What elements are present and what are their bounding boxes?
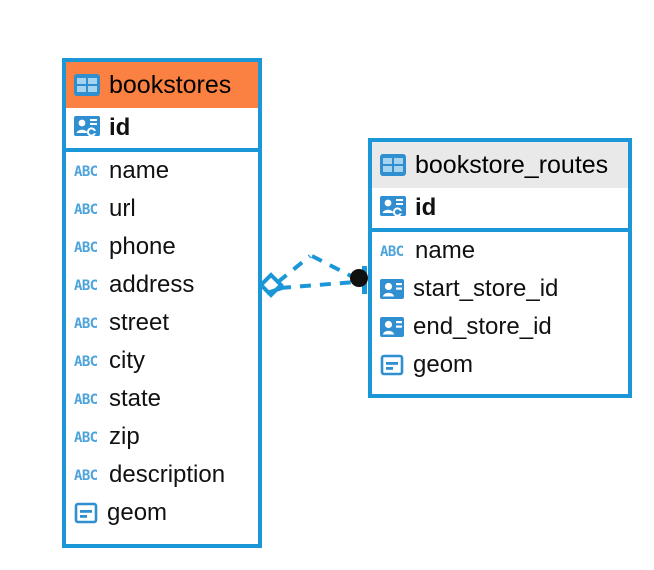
entity-table-bookstore-routes[interactable]: bookstore_routes id — [368, 138, 632, 398]
primary-key-icon — [74, 115, 100, 141]
entity-header-bookstore-routes[interactable]: bookstore_routes — [372, 142, 628, 188]
geometry-icon — [380, 354, 404, 376]
diamond-outline-icon — [258, 272, 284, 298]
relationship-line-lower — [279, 280, 356, 290]
field-row-url[interactable]: ABC url — [66, 190, 258, 228]
relationship-connector[interactable] — [258, 242, 370, 308]
field-label-state: state — [109, 385, 162, 412]
abc-icon: ABC — [74, 429, 100, 446]
svg-text:ABC: ABC — [74, 164, 98, 179]
field-row-description[interactable]: ABC description — [66, 456, 258, 494]
entity-header-bookstores[interactable]: bookstores — [66, 62, 258, 108]
table-icon — [74, 74, 100, 96]
svg-text:ABC: ABC — [74, 468, 98, 483]
table-icon — [380, 154, 406, 176]
field-label-url: url — [109, 195, 136, 222]
svg-text:ABC: ABC — [74, 316, 98, 331]
relationship-line-upper-right — [311, 254, 356, 280]
relationship-line-upper-left — [276, 254, 312, 284]
field-row-name[interactable]: ABC name — [66, 152, 258, 190]
svg-text:ABC: ABC — [74, 240, 98, 255]
field-row-city[interactable]: ABC city — [66, 342, 258, 380]
abc-icon: ABC — [74, 201, 100, 218]
abc-icon: ABC — [74, 391, 100, 408]
field-label-start-store-id: start_store_id — [413, 275, 559, 302]
field-row-state[interactable]: ABC state — [66, 380, 258, 418]
field-label-name: name — [109, 157, 170, 184]
field-label-name: name — [415, 237, 476, 264]
field-row-primary-key[interactable]: id — [66, 108, 258, 152]
abc-icon: ABC — [74, 277, 100, 294]
abc-icon: ABC — [74, 239, 100, 256]
svg-text:ABC: ABC — [74, 354, 98, 369]
field-row-phone[interactable]: ABC phone — [66, 228, 258, 266]
abc-icon: ABC — [74, 163, 100, 180]
field-label-end-store-id: end_store_id — [413, 313, 552, 340]
field-row-address[interactable]: ABC address — [66, 266, 258, 304]
abc-icon: ABC — [74, 467, 100, 484]
field-list-bookstores: id ABC name ABC url — [66, 108, 258, 532]
field-label-geom: geom — [413, 351, 474, 378]
field-list-bookstore-routes: id ABC name — [372, 188, 628, 384]
field-label-city: city — [109, 347, 145, 374]
field-label-street: street — [109, 309, 170, 336]
field-label-geom: geom — [107, 499, 168, 526]
foreign-key-icon — [380, 277, 404, 301]
field-row-geom[interactable]: geom — [372, 346, 628, 384]
svg-text:ABC: ABC — [74, 202, 98, 217]
entity-title-bookstores: bookstores — [109, 70, 232, 99]
field-row-geom[interactable]: geom — [66, 494, 258, 532]
field-row-end-store-id[interactable]: end_store_id — [372, 308, 628, 346]
field-row-primary-key[interactable]: id — [372, 188, 628, 232]
field-label-zip: zip — [109, 423, 140, 450]
field-row-zip[interactable]: ABC zip — [66, 418, 258, 456]
field-row-street[interactable]: ABC street — [66, 304, 258, 342]
svg-text:ABC: ABC — [74, 430, 98, 445]
abc-icon: ABC — [74, 353, 100, 370]
field-row-start-store-id[interactable]: start_store_id — [372, 270, 628, 308]
primary-key-icon — [380, 195, 406, 221]
field-label-phone: phone — [109, 233, 176, 260]
filled-circle-icon — [350, 269, 368, 287]
abc-icon: ABC — [380, 243, 406, 260]
entity-title-bookstore-routes: bookstore_routes — [415, 150, 609, 179]
field-label-address: address — [109, 271, 195, 298]
svg-text:ABC: ABC — [74, 392, 98, 407]
foreign-key-icon — [380, 315, 404, 339]
svg-text:ABC: ABC — [380, 244, 404, 259]
field-label-id: id — [109, 114, 131, 141]
abc-icon: ABC — [74, 315, 100, 332]
field-label-description: description — [109, 461, 226, 488]
svg-text:ABC: ABC — [74, 278, 98, 293]
field-row-name[interactable]: ABC name — [372, 232, 628, 270]
entity-table-bookstores[interactable]: bookstores id — [62, 58, 262, 548]
geometry-icon — [74, 502, 98, 524]
field-label-id: id — [415, 194, 437, 221]
